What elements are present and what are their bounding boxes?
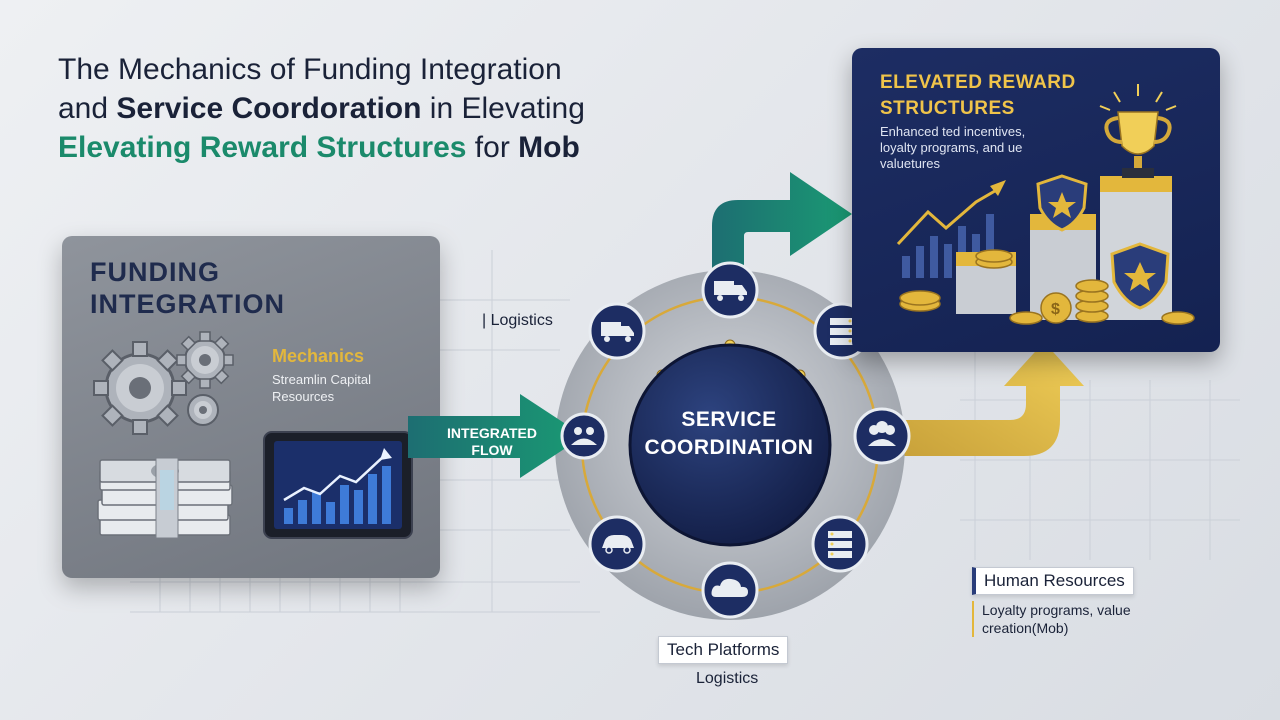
shield-star-icon xyxy=(1036,174,1170,310)
reward-text: Enhanced ted incentives, loyalty program… xyxy=(880,124,1026,171)
gold-arrow-icon xyxy=(900,342,1084,456)
logistics-bottom-label: Logistics xyxy=(696,670,759,687)
cloud-icon[interactable] xyxy=(701,561,759,619)
flow-label-line-1: INTEGRATED xyxy=(447,425,537,441)
dollar-sign-icon: $ xyxy=(1051,301,1060,318)
funding-title: FUNDING INTEGRATION xyxy=(90,256,285,320)
page-title: The Mechanics of Funding Integration and… xyxy=(58,50,818,167)
truck-icon[interactable] xyxy=(588,302,646,360)
people-icon[interactable] xyxy=(560,412,608,460)
funding-title-line-2: INTEGRATION xyxy=(90,289,285,319)
flow-label-line-2: FLOW xyxy=(471,442,513,458)
gold-coins-icon xyxy=(899,249,1195,325)
integrated-flow-label: INTEGRATED FLOW xyxy=(430,425,554,459)
tech-platforms-tag: Tech Platforms xyxy=(658,636,789,664)
mechanics-text: Streamlin Capital Resources xyxy=(272,372,371,404)
human-resources-text: Loyalty programs, value creation(Mob) xyxy=(972,601,1182,637)
title-line-1: The Mechanics of Funding Integration xyxy=(58,53,562,86)
service-label-line-2: COORDINATION xyxy=(644,436,814,459)
service-label-line-1: SERVICE xyxy=(681,408,777,431)
cash-stack-icon xyxy=(97,457,233,539)
trophy-icon xyxy=(1099,84,1177,178)
service-coordination-label: SERVICE COORDINATION xyxy=(628,406,830,462)
title-line-3-green: Elevating Reward Structures xyxy=(58,131,467,164)
title-line-3-bold: Mob xyxy=(518,131,580,164)
title-line-3: Elevating Reward Structures for Mob xyxy=(58,128,818,167)
logistics-top-label: | Logistics xyxy=(482,312,553,329)
title-line-2-post: in Elevating xyxy=(421,92,585,125)
title-line-2: and Service Coordoration in Elevating xyxy=(58,89,818,128)
teal-arrow-up-icon xyxy=(712,172,852,288)
title-line-3-mid: for xyxy=(466,131,519,164)
integrated-flow-arrow-icon xyxy=(408,394,584,478)
service-core xyxy=(628,343,832,547)
truck-icon[interactable] xyxy=(701,261,759,319)
ring-nodes xyxy=(560,261,911,619)
title-line-2-pre: and xyxy=(58,92,117,125)
mechanics-title: Mechanics xyxy=(272,346,365,366)
server-icon[interactable] xyxy=(811,515,869,573)
funding-title-line-1: FUNDING xyxy=(90,257,220,287)
tablet-chart-icon xyxy=(263,431,413,539)
car-icon[interactable] xyxy=(588,515,646,573)
human-resources-tag: Human Resources xyxy=(972,567,1134,595)
gears-icon xyxy=(93,331,234,435)
people-icon[interactable] xyxy=(853,407,911,465)
logistics-top-text: Logistics xyxy=(490,312,553,329)
title-line-2-bold: Service Coordoration xyxy=(116,92,422,125)
reward-title: ELEVATED REWARD STRUCTURES xyxy=(880,72,1076,119)
